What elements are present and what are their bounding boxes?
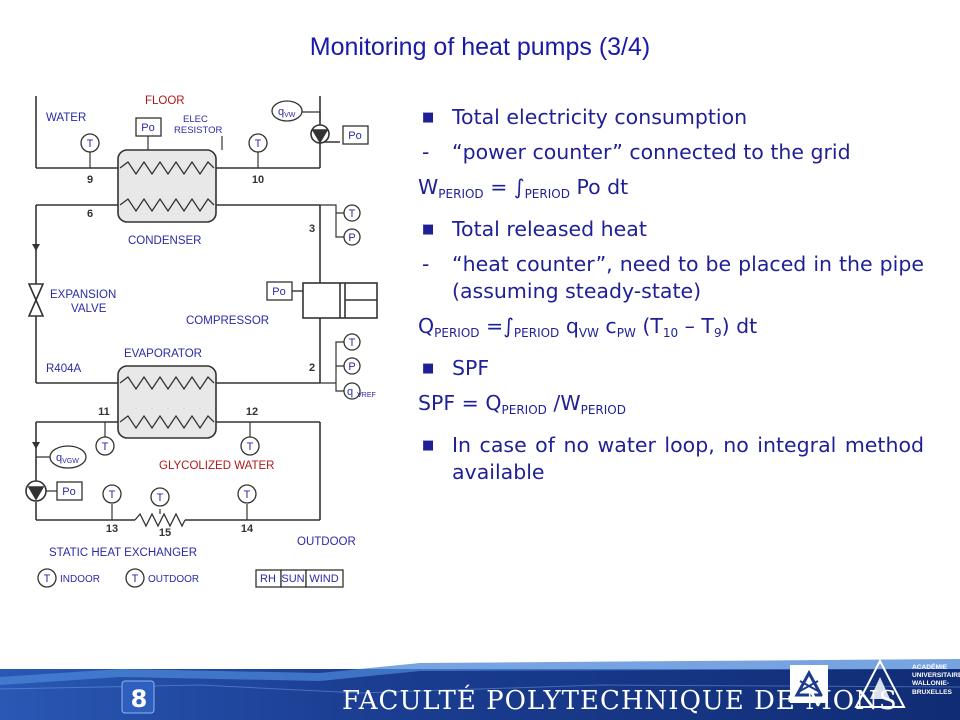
dash-power-counter: -“power counter” connected to the grid xyxy=(422,140,851,164)
sensor-q-vref-sub: VREF xyxy=(357,392,376,399)
label-water: WATER xyxy=(46,112,86,124)
label-compressor: COMPRESSOR xyxy=(186,315,269,327)
bullet-heat: ■ Total released heat xyxy=(418,216,924,243)
sensor-po-floor: Po xyxy=(141,122,154,134)
water-loop xyxy=(35,96,340,169)
sensor-po-glycol: Po xyxy=(62,486,75,498)
label-static-heat-exchanger: STATIC HEAT EXCHANGER xyxy=(49,547,197,559)
bullet-text: Total electricity consumption xyxy=(452,105,748,129)
formula-q-period: QPERIOD =∫PERIOD qVW cPW (T10 – T9) dt xyxy=(418,314,758,340)
bullet-text: SPF xyxy=(452,356,490,380)
node-6: 6 xyxy=(87,208,93,220)
expansion-valve-icon xyxy=(27,283,45,317)
formula-spf: SPF = QPERIOD /WPERIOD xyxy=(418,391,626,417)
label-elec: ELEC xyxy=(183,114,208,125)
bullet-spf: ■ SPF xyxy=(418,355,924,382)
condenser-box xyxy=(117,149,217,223)
legend-rh: RH xyxy=(260,573,276,585)
compressor-icon xyxy=(302,282,378,319)
legend-outdoor-label: OUTDOOR xyxy=(148,574,199,585)
sensor-q-vw-sub: VW xyxy=(284,112,296,119)
label-valve: VALVE xyxy=(71,303,107,315)
evaporator-box xyxy=(117,365,217,439)
faculty-logo-icon xyxy=(794,669,824,697)
footer-banner xyxy=(0,658,960,720)
legend-wind: WIND xyxy=(309,573,338,585)
sensor-t10: T xyxy=(255,138,262,150)
bullet-text: Total released heat xyxy=(452,217,647,241)
legend-sun: SUN xyxy=(281,573,304,585)
flow-arrow-icon xyxy=(32,442,40,449)
formula-w-period: WPERIOD = ∫PERIOD Po dt xyxy=(418,175,629,201)
label-floor: FLOOR xyxy=(145,95,185,107)
node-13: 13 xyxy=(106,523,118,535)
heat-pump-diagram: T T T T T T T T P T P Po Po Po Po T T RH… xyxy=(25,95,378,588)
sensor-q-vw: q xyxy=(278,106,284,118)
label-outdoor-zone: OUTDOOR xyxy=(297,536,356,548)
bullet-electricity: ■ Total electricity consumption xyxy=(418,104,924,131)
faculty-name: FACULTÉ POLYTECHNIQUE DE MONS xyxy=(342,686,898,716)
sensor-p2: P xyxy=(348,361,355,373)
sensor-t9: T xyxy=(87,138,94,150)
label-evaporator: EVAPORATOR xyxy=(124,348,202,360)
legend-indoor-label: INDOOR xyxy=(60,574,100,585)
bullet-square-icon: ■ xyxy=(422,110,435,125)
sensor-q-vgw-sub: VGW xyxy=(62,458,79,465)
legend-t-indoor: T xyxy=(44,573,51,585)
flow-arrow-icon xyxy=(32,244,40,251)
label-glycolized-water: GLYCOLIZED WATER xyxy=(159,460,274,472)
node-12: 12 xyxy=(246,406,258,418)
label-resistor: RESISTOR xyxy=(174,125,223,136)
bullet-square-icon: ■ xyxy=(422,361,435,376)
sensor-t3: T xyxy=(349,208,356,220)
academy-triangle-logo xyxy=(854,658,906,708)
label-expansion: EXPANSION xyxy=(50,289,116,301)
academy-name: ACADÉMIE UNIVERSITAIRE WALLONIE- BRUXELL… xyxy=(912,664,960,696)
sensor-t2: T xyxy=(349,337,356,349)
node-3: 3 xyxy=(309,223,315,235)
dash-heat-counter: -“heat counter”, need to be placed in th… xyxy=(422,252,924,303)
dash-text: “power counter” connected to the grid xyxy=(452,140,851,164)
sensor-t13: T xyxy=(109,489,116,501)
sensor-po-compressor: Po xyxy=(272,286,285,298)
svg-text:qVW: qVW xyxy=(278,106,296,119)
bullet-square-icon: ■ xyxy=(422,438,435,453)
content-bullets: ■ Total electricity consumption -“power c… xyxy=(418,104,924,494)
glycol-loop xyxy=(35,421,321,521)
bullet-text: In case of no water loop, no integral me… xyxy=(452,433,924,484)
legend-t-outdoor: T xyxy=(132,573,139,585)
sensor-po-pump: Po xyxy=(348,130,361,142)
svg-text:qVGW: qVGW xyxy=(56,452,79,465)
sensor-t12: T xyxy=(247,441,254,453)
label-condenser: CONDENSER xyxy=(128,235,201,247)
sensor-q-vref: q xyxy=(347,386,353,398)
sensor-t14: T xyxy=(244,489,251,501)
node-15: 15 xyxy=(159,527,171,539)
water-pump-icon xyxy=(310,124,330,144)
sensor-p3: P xyxy=(348,232,355,244)
node-10: 10 xyxy=(252,174,264,186)
label-refrigerant: R404A xyxy=(46,363,81,375)
node-9: 9 xyxy=(87,174,93,186)
node-2: 2 xyxy=(309,362,315,374)
sensor-t11: T xyxy=(102,441,109,453)
slide-title: Monitoring of heat pumps (3/4) xyxy=(309,33,651,61)
dash-text: “heat counter”, need to be placed in the… xyxy=(452,252,924,303)
bullet-no-water-loop: ■ In case of no water loop, no integral m… xyxy=(418,432,924,486)
sensor-q-vgw: q xyxy=(56,452,62,464)
glycol-pump-icon xyxy=(25,480,47,502)
page-number: 8 xyxy=(130,685,148,713)
node-11: 11 xyxy=(98,406,110,418)
node-14: 14 xyxy=(241,523,254,535)
bullet-square-icon: ■ xyxy=(422,222,435,237)
sensor-t15: T xyxy=(157,492,164,504)
